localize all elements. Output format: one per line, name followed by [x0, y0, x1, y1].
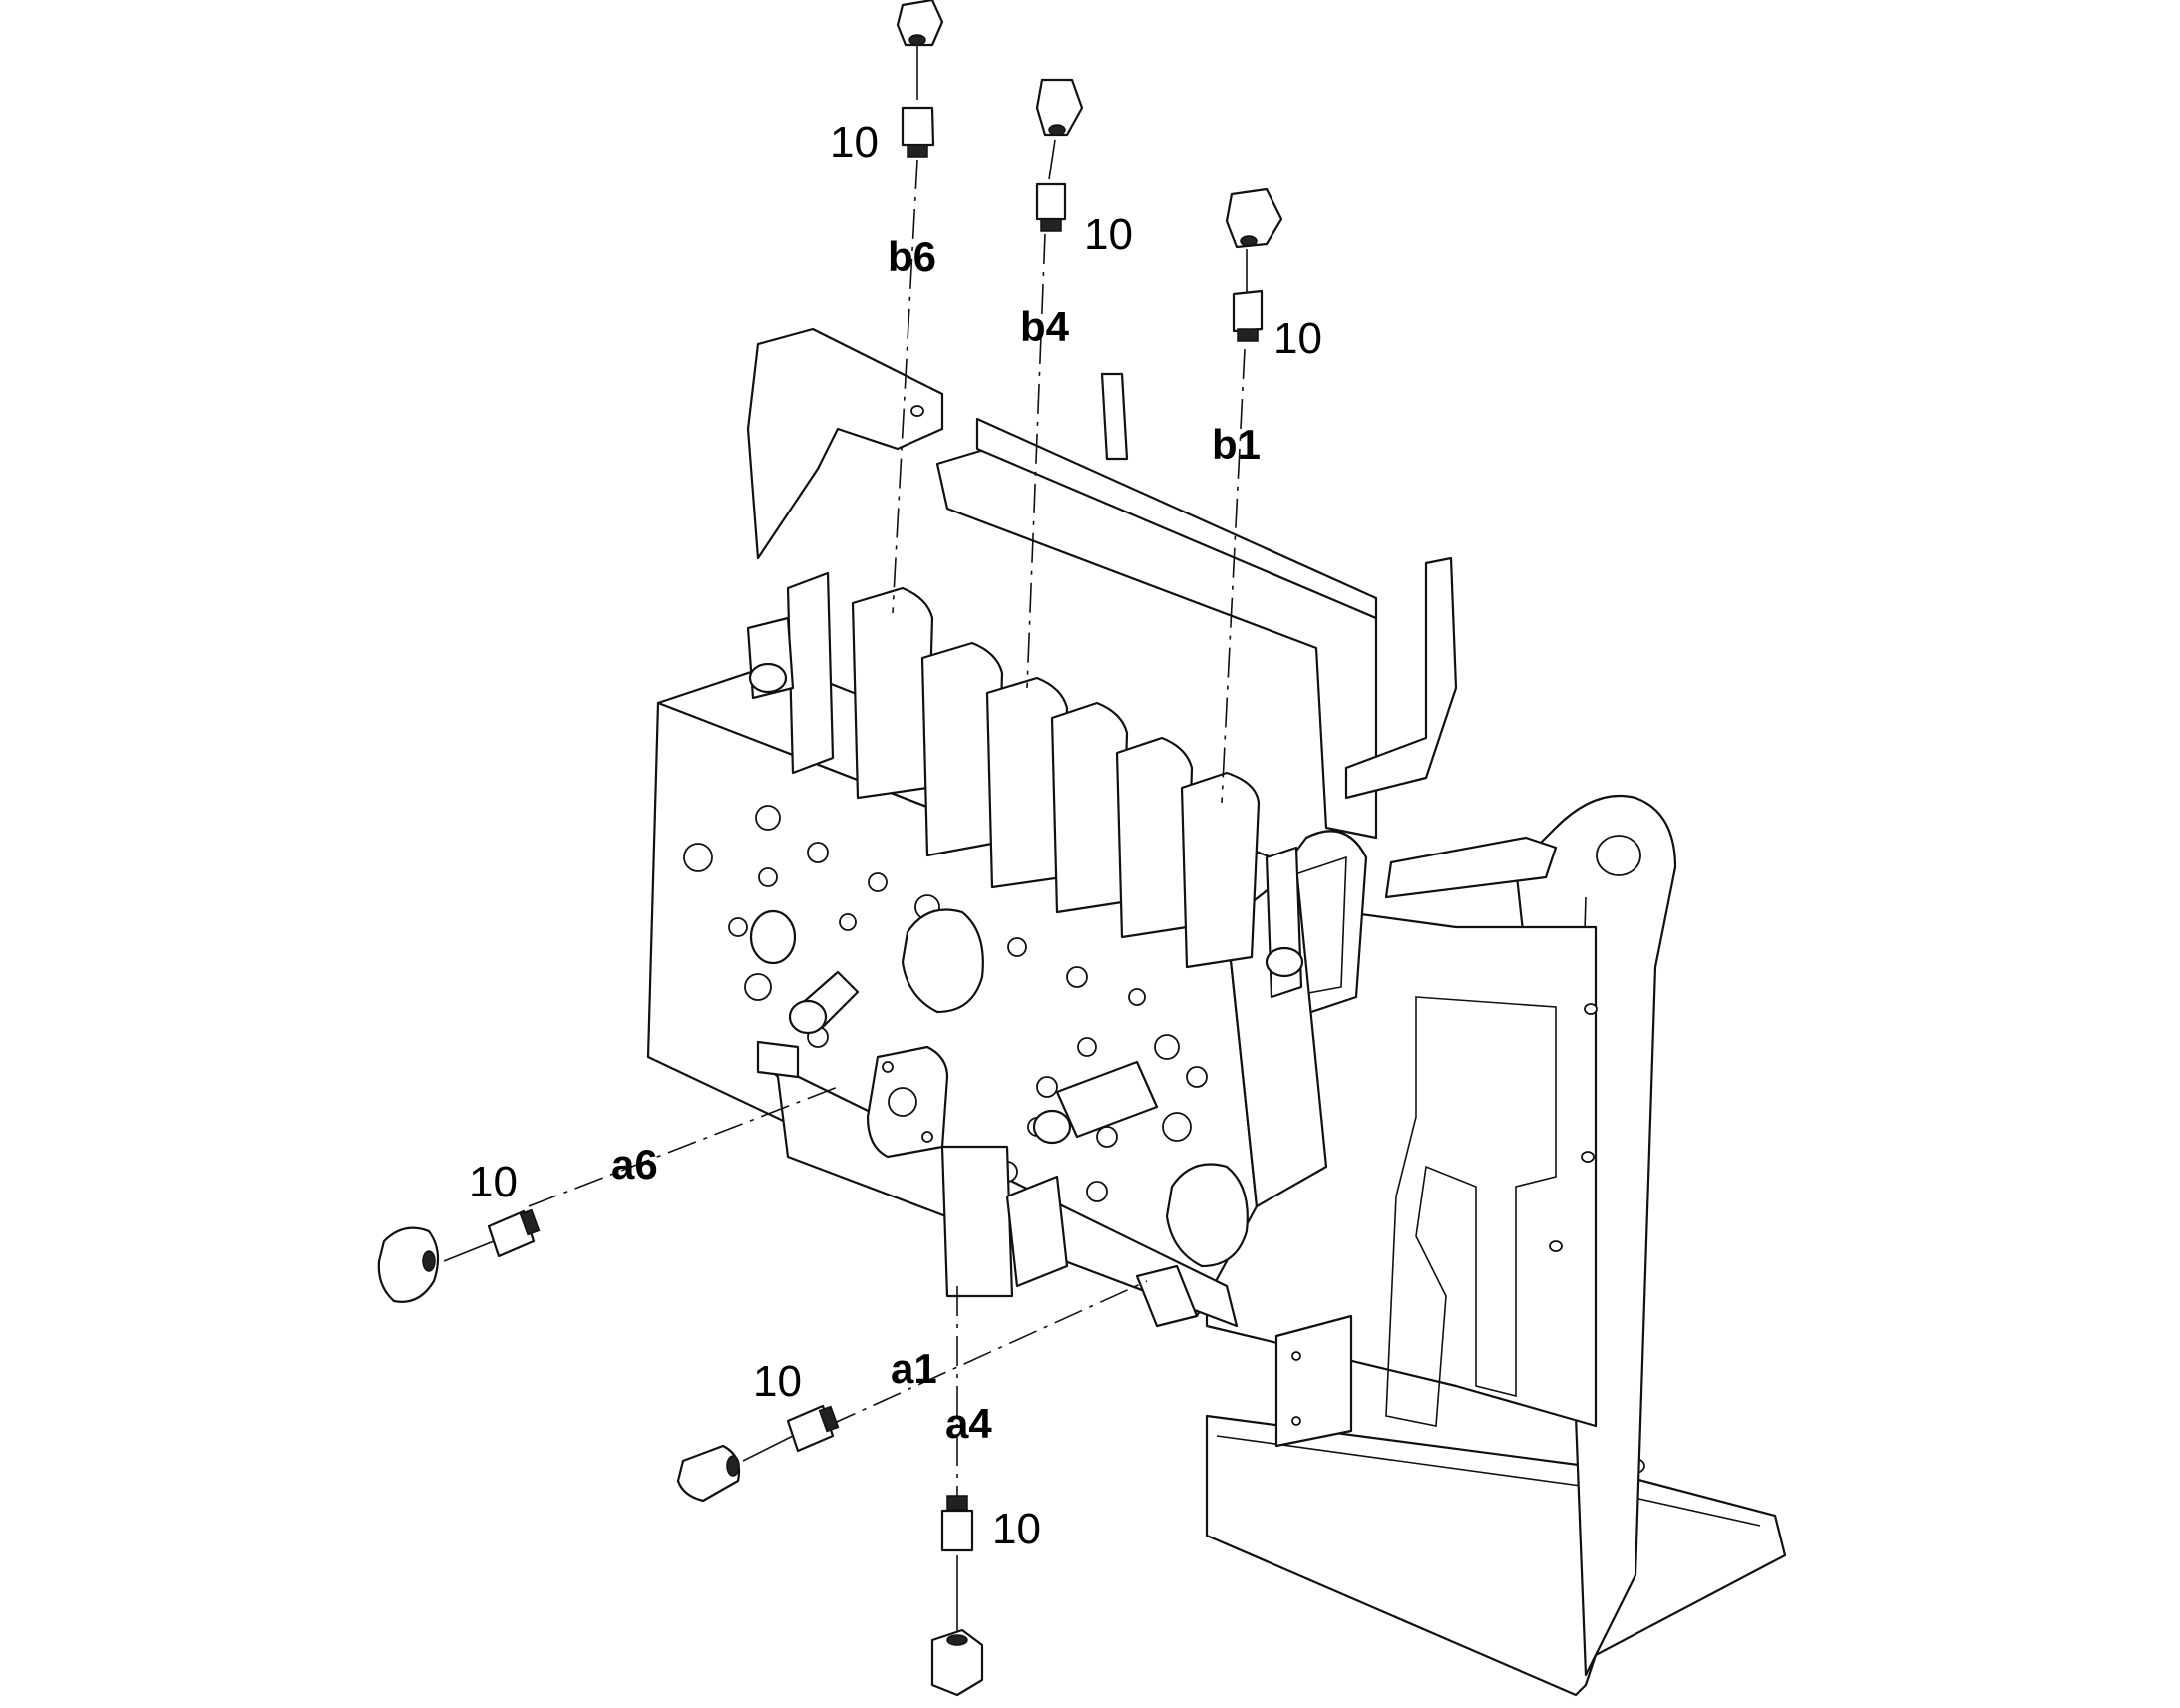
part-number-label-a1: 10 [753, 1357, 802, 1406]
part-number-label-a6: 10 [469, 1158, 518, 1206]
port-label-a1: a1 [891, 1345, 937, 1392]
leader-b6 [892, 159, 918, 614]
port-label-b6: b6 [888, 233, 936, 280]
cap-large-top [901, 908, 984, 1014]
port-label-b1: b1 [1212, 421, 1261, 468]
fitting-a4 [930, 1495, 984, 1697]
plug [749, 909, 797, 965]
valve-block [646, 571, 1328, 1328]
fitting-a6 [377, 1208, 541, 1303]
port-label-b4: b4 [1020, 303, 1070, 350]
valve-sections [786, 571, 1261, 969]
port-label-a4: a4 [945, 1400, 992, 1447]
leader-lines [443, 45, 1248, 1635]
leader-a1 [827, 1280, 1148, 1427]
part-number-label-b6: 10 [830, 118, 879, 167]
fitting-a1 [676, 1404, 840, 1503]
callout-labels: 10 b6 10 b4 10 b1 10 a6 10 a1 10 a4 [469, 118, 1322, 1553]
part-number-label-a4: 10 [992, 1505, 1041, 1553]
fitting-b6 [896, 0, 944, 158]
fitting-b4 [1035, 78, 1084, 232]
cap-large-bottom [1165, 1163, 1249, 1268]
leader-a6 [528, 1086, 839, 1207]
part-number-label-b4: 10 [1084, 210, 1133, 259]
leader-b1 [1221, 348, 1246, 804]
part-number-label-b1: 10 [1273, 314, 1322, 363]
fitting-b1 [1225, 187, 1283, 342]
leader-b4 [1026, 233, 1046, 689]
port-label-a6: a6 [611, 1141, 658, 1188]
